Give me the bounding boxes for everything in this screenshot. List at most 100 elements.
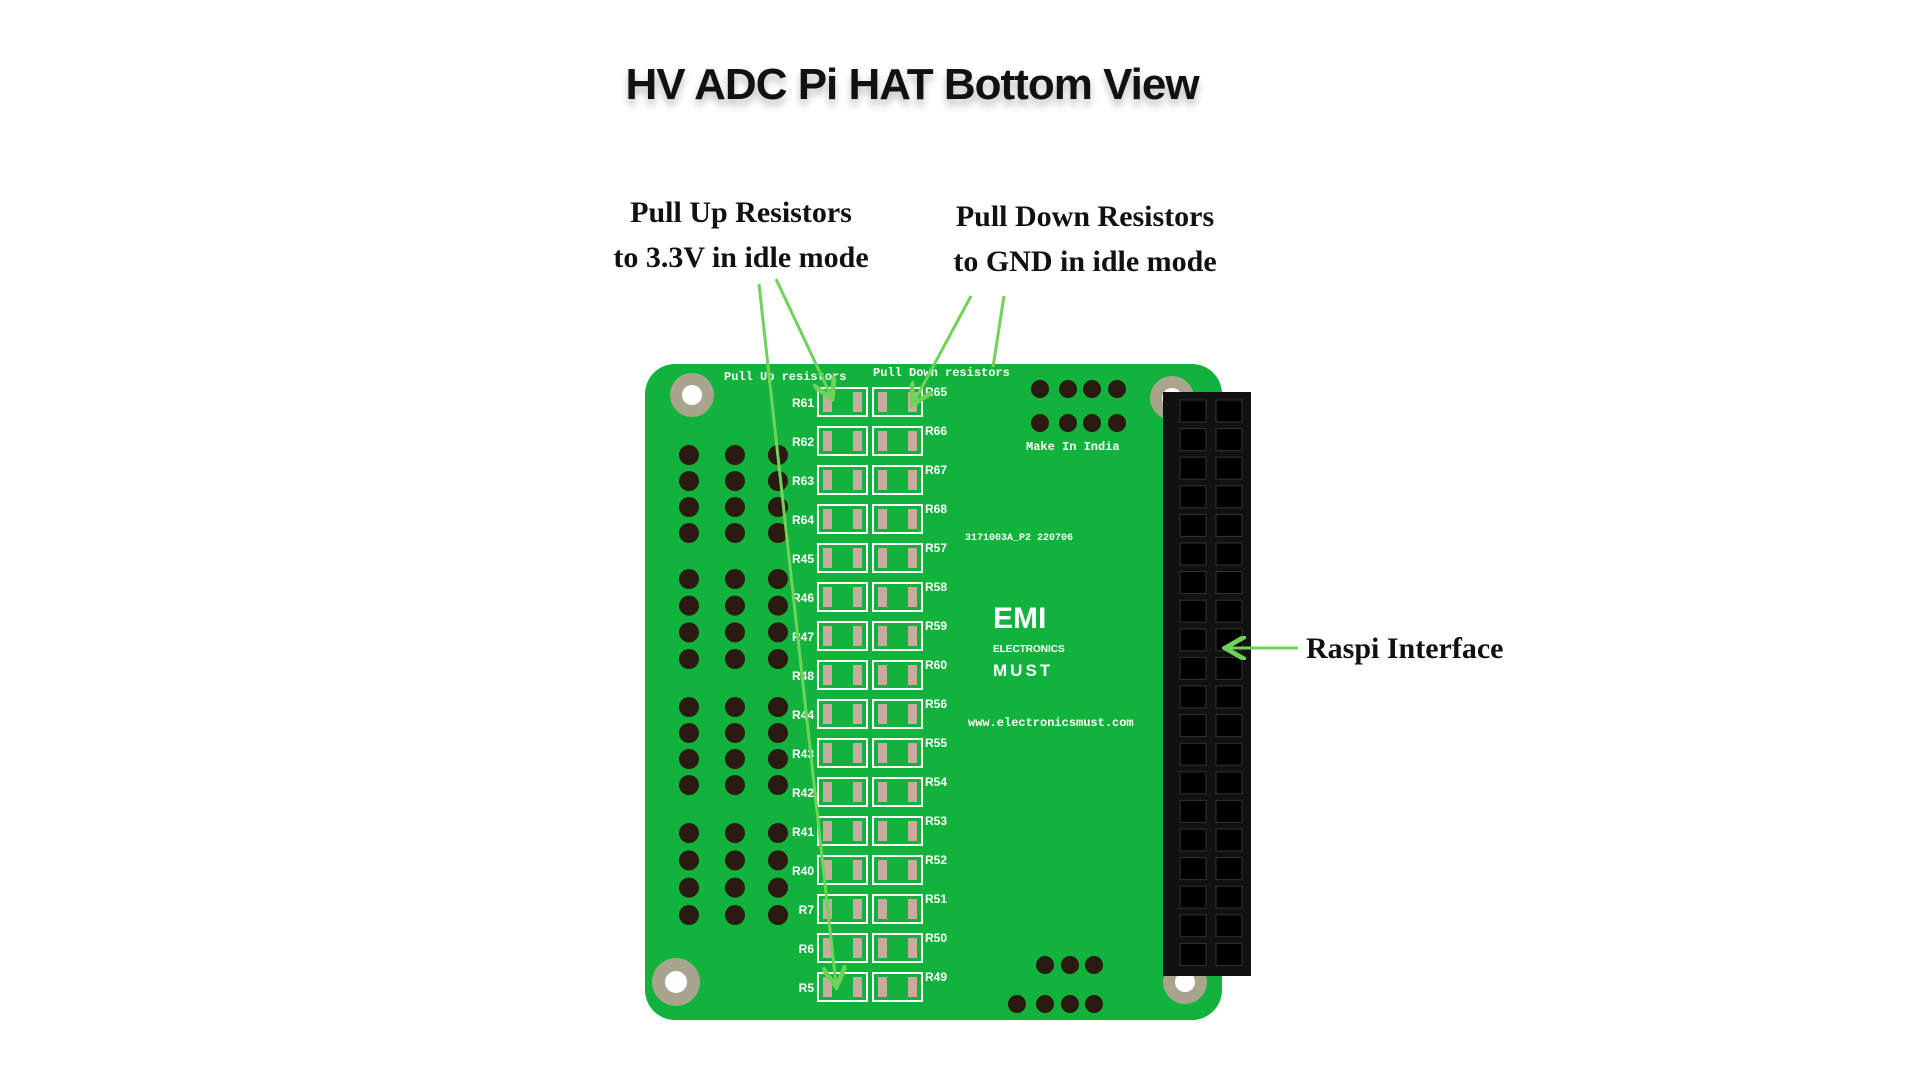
pull-up-resistor-label: R42 [792, 786, 814, 800]
pull-up-callout: Pull Up Resistors to 3.3V in idle mode [581, 190, 901, 280]
pull-up-resistor [817, 621, 868, 651]
header-pin-socket [1215, 456, 1243, 480]
header-pin-socket [1215, 428, 1243, 452]
header-pin-socket [1179, 513, 1207, 537]
pull-down-arrow-top [914, 295, 973, 402]
pull-up-arrow-top [774, 278, 831, 396]
pull-down-callout-line2: to GND in idle mode [953, 245, 1217, 278]
pull-down-resistor-label: R60 [925, 658, 947, 672]
header-pin-socket [1215, 799, 1243, 823]
silk-part-number: 3171003A_P2 220706 [965, 533, 1073, 544]
through-hole-pad [679, 649, 699, 669]
pull-down-resistor-label: R51 [925, 892, 947, 906]
through-hole-pad [725, 850, 745, 871]
through-hole-pad [725, 523, 745, 543]
through-hole-pad [725, 595, 745, 616]
pull-up-callout-line1: Pull Up Resistors [630, 196, 852, 229]
through-hole-pad [1036, 956, 1054, 974]
header-pin-socket [1179, 485, 1207, 509]
pull-up-resistor-label: R64 [792, 513, 814, 527]
header-pin-socket [1179, 799, 1207, 823]
header-pin-socket [1215, 914, 1243, 938]
header-pin-socket [1179, 571, 1207, 595]
pull-up-resistor [817, 426, 868, 456]
pull-down-resistor-label: R57 [925, 541, 947, 555]
pull-down-callout-line1: Pull Down Resistors [955, 200, 1215, 233]
through-hole-pad [725, 905, 745, 925]
pull-down-resistor [872, 582, 923, 612]
pull-down-resistor-label: R58 [925, 580, 947, 594]
through-hole-pad [1085, 956, 1103, 974]
pull-up-resistor [817, 582, 868, 612]
through-hole-pad [768, 905, 788, 925]
through-hole-pad [725, 471, 745, 491]
through-hole-pad [1031, 414, 1049, 432]
pull-down-resistor-label: R68 [925, 502, 947, 516]
through-hole-pads [679, 380, 1126, 1013]
pull-up-callout-line2: to 3.3V in idle mode [613, 241, 869, 274]
through-hole-pad [1059, 380, 1077, 398]
pull-up-resistor [817, 933, 868, 963]
through-hole-pad [768, 697, 788, 717]
pull-down-resistor-label: R55 [925, 736, 947, 750]
pull-up-resistor-label: R5 [799, 981, 815, 995]
through-hole-pad [725, 497, 745, 517]
through-hole-pad [679, 471, 699, 491]
gpio-header [1163, 392, 1251, 976]
resistor-array: R61R65R62R66R63R67R64R68R45R57R46R58R47R… [792, 385, 947, 1002]
header-pin-socket [1215, 857, 1243, 881]
header-pin-socket [1179, 428, 1207, 452]
through-hole-pad [768, 775, 788, 795]
through-hole-pad [1031, 380, 1049, 398]
silk-website: www.electronicsmust.com [968, 716, 1134, 730]
pull-up-resistor-label: R45 [792, 552, 814, 566]
pull-down-arrow-line [991, 295, 1006, 368]
through-hole-pad [725, 877, 745, 898]
header-pin-socket [1215, 714, 1243, 738]
header-pin-socket [1179, 828, 1207, 852]
pull-down-resistor-label: R67 [925, 463, 947, 477]
pull-down-resistor [872, 543, 923, 573]
through-hole-pad [725, 569, 745, 589]
pull-up-resistor [817, 738, 868, 768]
header-pin-socket [1179, 628, 1207, 652]
through-hole-pad [679, 823, 699, 843]
through-hole-pad [679, 445, 699, 465]
through-hole-pad [725, 649, 745, 669]
pull-up-resistor-label: R62 [792, 435, 814, 449]
pull-down-resistor [872, 894, 923, 924]
silk-make-in-india: Make In India [1026, 440, 1120, 454]
pull-up-arrow-bottom [757, 283, 836, 984]
pull-down-resistor [872, 660, 923, 690]
through-hole-pad [1059, 414, 1077, 432]
header-pin-socket [1179, 914, 1207, 938]
through-hole-pad [679, 723, 699, 743]
header-pin-socket [1179, 714, 1207, 738]
through-hole-pad [679, 523, 699, 543]
raspi-interface-callout: Raspi Interface [1306, 632, 1504, 665]
pull-down-resistor [872, 699, 923, 729]
pull-down-resistor-label: R65 [925, 385, 947, 399]
through-hole-pad [725, 775, 745, 795]
through-hole-pad [768, 622, 788, 643]
through-hole-pad [679, 905, 699, 925]
pull-up-resistor-label: R63 [792, 474, 814, 488]
through-hole-pad [725, 697, 745, 717]
header-pin-socket [1215, 599, 1243, 623]
header-pin-socket [1215, 571, 1243, 595]
header-pin-socket [1179, 599, 1207, 623]
pull-down-resistor-label: R56 [925, 697, 947, 711]
pull-up-resistor [817, 855, 868, 885]
pull-up-resistor [817, 777, 868, 807]
through-hole-pad [1108, 380, 1126, 398]
pull-up-resistor-label: R47 [792, 630, 814, 644]
header-pin-socket [1215, 742, 1243, 766]
header-pin-socket [1215, 685, 1243, 709]
header-pin-socket [1179, 456, 1207, 480]
through-hole-pad [679, 497, 699, 517]
through-hole-pad [1036, 995, 1054, 1013]
header-pin-socket [1179, 542, 1207, 566]
header-pin-socket [1179, 656, 1207, 680]
through-hole-pad [1083, 380, 1101, 398]
